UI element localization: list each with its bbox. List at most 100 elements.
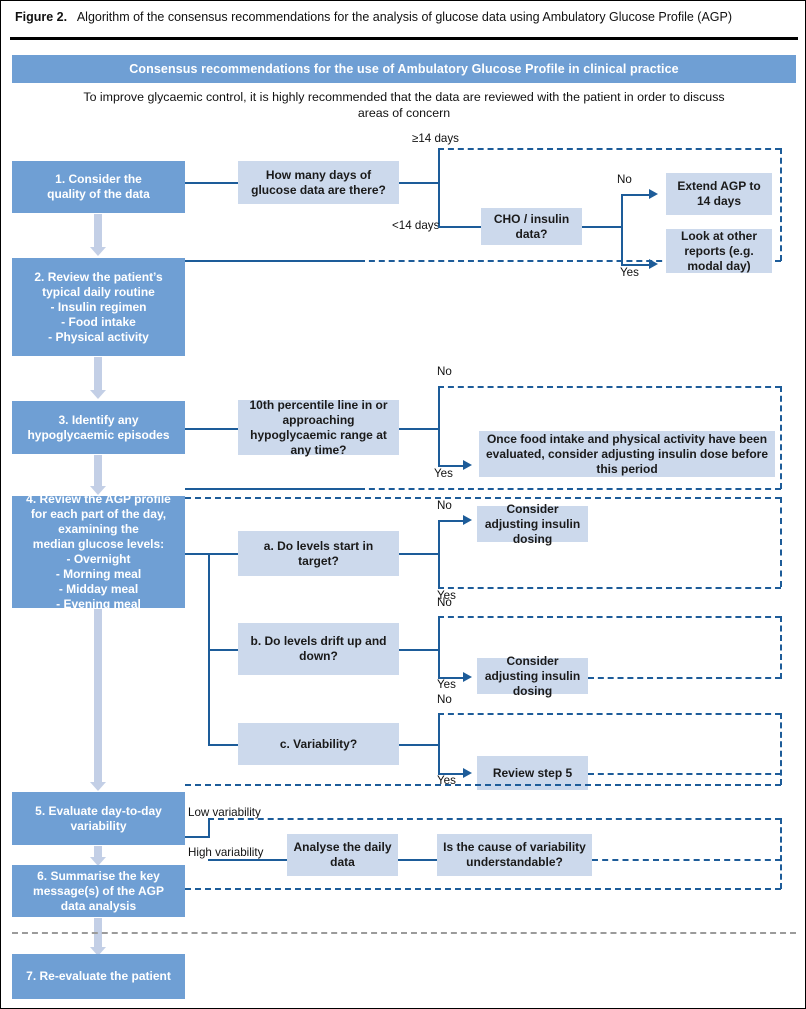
intro-text: To improve glycaemic control, it is high… [83, 90, 725, 120]
step4-bullet-3: - Midday meal [58, 582, 139, 596]
rail-block2-right [780, 386, 782, 489]
question-cause-understandable: Is the cause of variability understandab… [437, 834, 592, 876]
action-look-other-reports-text: Look at other reports (e.g. modal day) [680, 228, 757, 273]
step-box-7: 7. Re-evaluate the patient [12, 954, 185, 999]
rail-block1-right [780, 148, 782, 261]
step-box-3: 3. Identify any hypoglycaemic episodes [12, 401, 185, 454]
edge-b-no-return [438, 616, 781, 618]
edge-variability-return-to-step6 [185, 888, 781, 890]
step-box-4: 4. Review the AGP profile for each part … [12, 492, 185, 611]
step4-bullet-2: - Morning meal [55, 567, 142, 581]
edge-cho-split-vertical [621, 194, 623, 265]
step4-bullet-1: - Overnight [66, 552, 131, 566]
label-b-no: No [437, 596, 452, 609]
edge-step1-to-days [185, 182, 238, 184]
edge-a-no [438, 520, 465, 522]
question-b-levels-drift: b. Do levels drift up and down? [238, 623, 399, 675]
edge-trunk-to-a [208, 553, 238, 555]
edge-b-yes-return-line [588, 677, 781, 679]
label-cho-no: No [617, 173, 632, 186]
label-lt14-days: <14 days [392, 219, 440, 232]
label-low-variability: Low variability [188, 806, 261, 819]
edge-review-step5-return [588, 773, 781, 775]
action-analyse-daily-data: Analyse the daily data [287, 834, 398, 876]
figure-caption-label: Figure 2. [15, 10, 68, 24]
action-analyse-daily-data-text: Analyse the daily data [293, 840, 392, 869]
label-a-yes: Yes [437, 589, 456, 602]
edge-a-split-vertical [438, 520, 440, 588]
step4-line4: median glucose levels: [32, 537, 165, 551]
action-review-step5-text: Review step 5 [492, 765, 573, 780]
edge-block4-bottom-return [185, 784, 781, 786]
step6-line3: data analysis [60, 898, 137, 913]
label-b-yes: Yes [437, 678, 456, 691]
edge-cho-yes [621, 264, 651, 266]
edge-days-split-vertical [438, 148, 440, 227]
label-ge14-days: ≥14 days [412, 132, 459, 145]
edge-low-variability-return [208, 818, 781, 820]
step2-bullet-2: - Food intake [61, 314, 136, 329]
edge-trunk-to-b [208, 649, 238, 651]
step1-line1: 1. Consider the [55, 172, 142, 186]
step3-line2: hypoglycaemic episodes [27, 427, 170, 442]
question-days-of-data-text: How many days of glucose data are there? [251, 167, 386, 197]
step4-line1: 4. Review the AGP profile [26, 492, 171, 506]
action-once-food-intake: Once food intake and physical activity h… [479, 431, 775, 477]
banner-title: Consensus recommendations for the use of… [12, 55, 796, 83]
figure-caption: Figure 2. Algorithm of the consensus rec… [1, 1, 805, 37]
question-c-variability: c. Variability? [238, 723, 399, 765]
question-c-variability-text: c. Variability? [279, 736, 358, 751]
arrowhead-cho-yes [649, 259, 658, 269]
action-consider-adjusting-a: Consider adjusting insulin dosing [477, 502, 588, 546]
label-percentile-no: No [437, 365, 452, 378]
edge-block1-return-bottom [359, 260, 781, 262]
edge-block4-top-return [185, 497, 781, 499]
edge-cho-to-split [582, 226, 622, 228]
question-percentile-text: 10th percentile line in or approaching h… [249, 397, 388, 457]
step7-line1: 7. Re-evaluate the patient [26, 969, 171, 983]
action-once-food-intake-text: Once food intake and physical activity h… [485, 431, 769, 476]
question-cause-understandable-text: Is the cause of variability understandab… [443, 840, 586, 869]
figure-caption-text: Algorithm of the consensus recommendatio… [76, 10, 733, 24]
step2-bullet-3: - Physical activity [48, 329, 149, 344]
step4-bullet-4: - Evening meal [56, 597, 141, 611]
edge-high-variability-to-analyse [208, 859, 288, 861]
edge-step5-trunk [185, 836, 209, 838]
edge-lt14-to-cho [438, 226, 482, 228]
arrowhead-percentile-yes [463, 460, 472, 470]
rail-c-right [780, 713, 782, 785]
step6-line1: 6. Summarise the key [37, 868, 160, 883]
question-cho-insulin-text: CHO / insulin data? [493, 211, 570, 241]
arrow-step1-to-step2 [90, 214, 106, 256]
rail-variability-right [780, 818, 782, 889]
edge-c-no-return [438, 713, 781, 715]
edge-step4-trunk [185, 553, 209, 555]
edge-block2-return-bottom [359, 488, 781, 490]
step-box-6: 6. Summarise the key message(s) of the A… [12, 865, 185, 917]
step4-line3: examining the [58, 522, 139, 536]
step-box-2: 2. Review the patient’s typical daily ro… [12, 258, 185, 356]
question-cho-insulin: CHO / insulin data? [481, 208, 582, 245]
step2-line1: 2. Review the patient’s [34, 269, 163, 284]
question-b-levels-drift-text: b. Do levels drift up and down? [250, 634, 387, 663]
label-percentile-yes: Yes [434, 467, 453, 480]
step4-line2: for each part of the day, [30, 507, 167, 521]
action-consider-adjusting-a-text: Consider adjusting insulin dosing [484, 501, 581, 546]
edge-step5-trunk-vertical [208, 818, 210, 838]
action-look-other-reports: Look at other reports (e.g. modal day) [666, 229, 772, 273]
edge-b-split-vertical [438, 616, 440, 678]
edge-percentile-to-split [399, 428, 439, 430]
label-high-variability: High variability [188, 846, 264, 859]
rail-a-right [780, 497, 782, 587]
question-days-of-data: How many days of glucose data are there? [238, 161, 399, 204]
step5-line2: variability [70, 818, 127, 833]
edge-c-split-vertical [438, 713, 440, 775]
edge-c-yes [438, 773, 465, 775]
edge-step3-to-percentile [185, 428, 238, 430]
edge-percentile-yes [438, 465, 465, 467]
edge-trunk-to-c [208, 744, 238, 746]
action-extend-agp: Extend AGP to 14 days [666, 173, 772, 215]
action-consider-adjusting-b: Consider adjusting insulin dosing [477, 654, 588, 698]
edge-b-yes [438, 677, 465, 679]
